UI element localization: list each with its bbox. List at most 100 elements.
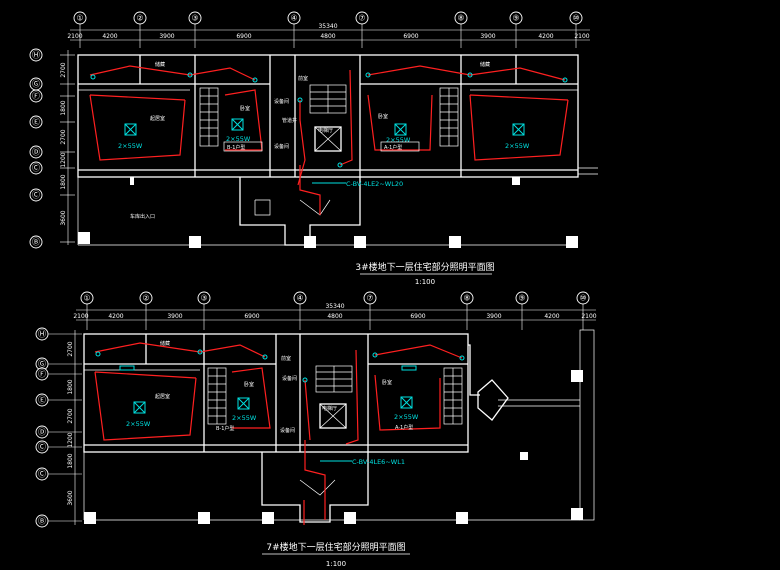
- dimension-text: 4200: [102, 33, 117, 40]
- room-label: 车库出入口: [130, 213, 155, 220]
- axis-label: Ⓕ: [32, 92, 40, 101]
- unit-label: A-1户型: [384, 144, 402, 151]
- axis-label: ⑩: [579, 294, 586, 303]
- lamp-rating: 2×55W: [226, 135, 251, 143]
- lamp-rating: 2×55W: [505, 142, 530, 150]
- circuit-label: C-BV-4LE6~WL1: [352, 458, 405, 466]
- room-label: 设备间: [274, 143, 289, 150]
- room-label: 卧室: [240, 105, 250, 112]
- ceiling-lamp-icon: [394, 123, 407, 136]
- axis-label: ⑨: [518, 294, 525, 303]
- room-label: 设备间: [282, 375, 297, 382]
- room-label: 电梯厅: [322, 405, 337, 412]
- axis-label: ③: [200, 294, 207, 303]
- ceiling-lamp-icon: [400, 396, 413, 409]
- dimension-total: 35340: [318, 23, 337, 30]
- room-label: 卧室: [378, 113, 388, 120]
- room-label: 起居室: [150, 115, 165, 122]
- dimension-text: 2100: [574, 33, 589, 40]
- axis-label: ⑦: [366, 294, 373, 303]
- axis-label: Ⓗ: [32, 51, 40, 60]
- axis-bubbles-left: Ⓗ Ⓖ Ⓕ Ⓔ Ⓓ Ⓒ Ⓒ Ⓑ 2700 1800 2700 1200 1800…: [29, 48, 75, 249]
- columns: [78, 177, 578, 248]
- room-label: 设备间: [274, 98, 289, 105]
- dimension-text: 1800: [67, 379, 74, 394]
- room-label: 起居室: [155, 393, 170, 400]
- dimension-text: 2700: [60, 129, 67, 144]
- dimension-text: 3600: [67, 490, 74, 505]
- dimension-text: 1800: [60, 174, 67, 189]
- ceiling-lamp-icon: [124, 123, 137, 136]
- axis-label: Ⓗ: [38, 330, 46, 339]
- axis-label: Ⓒ: [32, 191, 40, 200]
- light-fixtures: 2×55W 2×55W 2×55W: [95, 349, 465, 428]
- walls: [77, 54, 598, 246]
- lamp-rating: 2×55W: [394, 413, 419, 421]
- lamp-rating: 2×55W: [232, 414, 257, 422]
- axis-label: ②: [142, 294, 149, 303]
- axis-label: ④: [296, 294, 303, 303]
- dimension-text: 4800: [320, 33, 335, 40]
- axis-label: ⑩: [572, 14, 579, 23]
- plan-scale: 1:100: [415, 278, 435, 286]
- axis-bubbles-top: ① ② ③ ④ ⑦ ⑧ ⑨ ⑩: [73, 11, 583, 48]
- lamp-rating: 2×55W: [126, 420, 151, 428]
- axis-label: Ⓑ: [32, 238, 40, 247]
- axis-label: Ⓖ: [38, 360, 46, 369]
- room-label: 前室: [298, 75, 308, 82]
- axis-label: ①: [76, 14, 83, 23]
- columns: [84, 370, 583, 524]
- axis-label: ⑨: [512, 14, 519, 23]
- dimension-text: 6900: [410, 313, 425, 320]
- axis-label: Ⓓ: [32, 148, 40, 157]
- room-label: 储藏: [480, 61, 490, 68]
- dimension-text: 1800: [67, 453, 74, 468]
- plan-3-building: ① ② ③ ④ ⑦ ⑧ ⑨ ⑩ 35340 2100 4200 3900 690…: [29, 11, 598, 286]
- axis-label: ④: [290, 14, 297, 23]
- room-label: 设备间: [280, 427, 295, 434]
- axis-label: Ⓔ: [32, 118, 40, 127]
- axis-label: Ⓔ: [38, 396, 46, 405]
- dimension-text: 3900: [486, 313, 501, 320]
- dimension-text: 2700: [60, 62, 67, 77]
- room-labels: B-1户型 A-1户型 起居室 卧室 卧室 储藏 储藏 设备间 设备间 电梯厅 …: [130, 61, 490, 220]
- wiring: [89, 65, 569, 215]
- axis-label: ⑦: [358, 14, 365, 23]
- ceiling-lamp-icon: [231, 118, 244, 131]
- circuit-label: C-BV-4LE2~WL20: [346, 180, 403, 188]
- axis-bubbles-top: ① ② ③ ④ ⑦ ⑧ ⑨ ⑩: [80, 291, 590, 330]
- dimension-chain-top: 35340 2100 4200 3900 6900 4800 6900 3900…: [67, 23, 590, 41]
- room-label: 前室: [281, 355, 291, 362]
- dimension-text: 1200: [60, 152, 67, 167]
- dimension-chain-top: 35340 2100 4200 3900 6900 4800 6900 3900…: [73, 303, 597, 321]
- axis-label: Ⓒ: [32, 164, 40, 173]
- dimension-text: 6900: [244, 313, 259, 320]
- walls: [83, 329, 595, 523]
- room-label: 储藏: [160, 340, 170, 347]
- unit-label: B-1户型: [227, 144, 245, 151]
- axis-label: ⑧: [463, 294, 470, 303]
- ceiling-lamp-icon: [512, 123, 525, 136]
- light-fixtures: 2×55W 2×55W 2×55W 2×55W: [90, 72, 568, 168]
- lamp-rating: 2×55W: [118, 142, 143, 150]
- dimension-text: 4200: [108, 313, 123, 320]
- dimension-text: 4200: [538, 33, 553, 40]
- dimension-text: 3900: [167, 313, 182, 320]
- unit-label: B-1户型: [216, 425, 234, 432]
- plan-scale: 1:100: [326, 560, 346, 568]
- dimension-text: 2100: [73, 313, 88, 320]
- axis-label: Ⓒ: [38, 443, 46, 452]
- room-label: 储藏: [155, 61, 165, 68]
- plan-7-building: ① ② ③ ④ ⑦ ⑧ ⑨ ⑩ 35340 2100 4200 3900 690…: [35, 291, 597, 568]
- axis-label: ⑧: [457, 14, 464, 23]
- dimension-text: 3900: [159, 33, 174, 40]
- dimension-text: 2100: [581, 313, 596, 320]
- axis-label: Ⓖ: [32, 80, 40, 89]
- wiring: [94, 342, 463, 525]
- dimension-total: 35340: [325, 303, 344, 310]
- dimension-text: 6900: [236, 33, 251, 40]
- plan-title: 3#楼地下一层住宅部分照明平面图: [355, 261, 494, 273]
- dimension-text: 2100: [67, 33, 82, 40]
- dimension-text: 4800: [327, 313, 342, 320]
